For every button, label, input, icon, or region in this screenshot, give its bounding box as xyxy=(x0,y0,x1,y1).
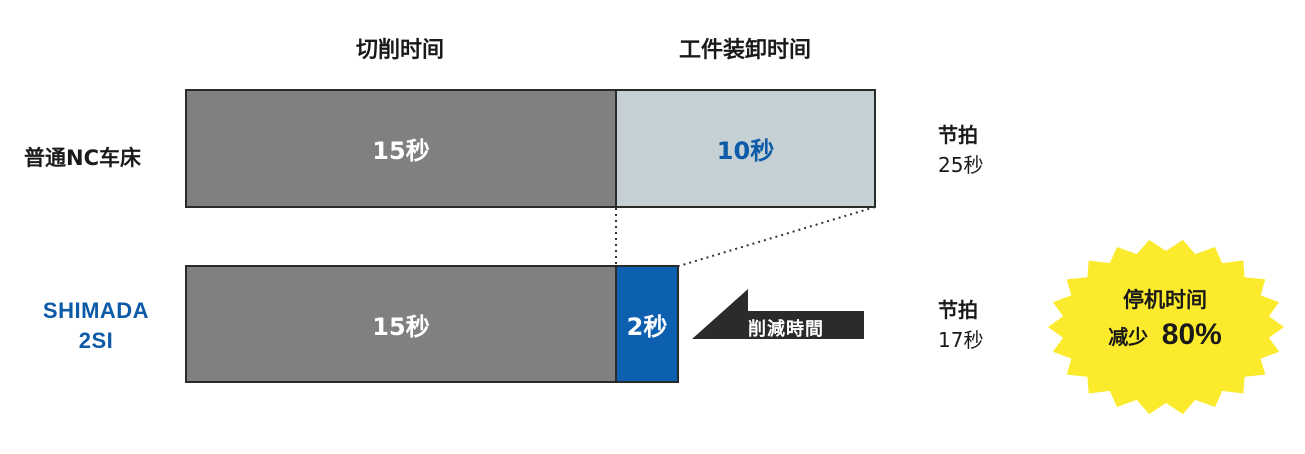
badge-line2-prefix: 减少 xyxy=(1108,325,1149,349)
bar-normal-loading-label: 10秒 xyxy=(716,137,775,165)
bar-shimada-cutting-label: 15秒 xyxy=(372,312,430,341)
brand-shimada-2si: SHIMADA 2SI xyxy=(12,296,180,356)
reduction-arrow-shape xyxy=(692,289,864,339)
header-loading-time: 工件装卸时间 xyxy=(678,38,811,63)
takt-normal-value: 25秒 xyxy=(938,153,984,177)
bar-normal-cutting-label: 15秒 xyxy=(372,137,430,165)
connector-right-dotted xyxy=(678,206,876,267)
row-label-normal-nc-lathe: 普通NC车床 xyxy=(24,146,141,170)
reduction-arrow xyxy=(692,289,864,339)
bar-shimada-loading: 2秒 xyxy=(615,265,679,383)
bar-shimada-cutting: 15秒 xyxy=(185,265,617,383)
reduction-arrow-label: 削減時間 xyxy=(748,319,824,340)
bar-normal-loading: 10秒 xyxy=(615,89,876,208)
brand-line1: SHIMADA xyxy=(42,298,150,323)
header-cutting-time: 切削时间 xyxy=(355,38,444,63)
burst-shape xyxy=(1048,239,1284,415)
takt-shimada-value: 17秒 xyxy=(938,328,984,352)
downtime-badge-text: 停机时间 减少 80% xyxy=(1090,285,1240,359)
badge-line2-value: 80% xyxy=(1161,318,1222,351)
brand-line2: 2SI xyxy=(78,328,114,353)
bar-shimada-loading-label: 2秒 xyxy=(626,312,668,341)
takt-shimada: 节拍 17秒 xyxy=(938,295,983,355)
badge-line1: 停机时间 xyxy=(1123,288,1207,312)
takt-normal: 节拍 25秒 xyxy=(938,120,983,180)
takt-shimada-label: 节拍 xyxy=(938,298,978,322)
takt-normal-label: 节拍 xyxy=(938,123,978,147)
badge-line2: 减少 80% xyxy=(1090,315,1240,359)
bar-normal-cutting: 15秒 xyxy=(185,89,617,208)
downtime-badge-burst xyxy=(1048,239,1284,415)
